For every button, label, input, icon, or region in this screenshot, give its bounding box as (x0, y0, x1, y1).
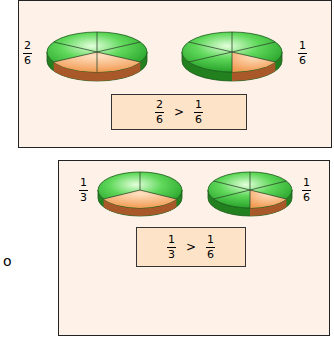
fraction: 26 (23, 40, 32, 67)
comparison-box: 13>16 (136, 227, 246, 267)
numerator: 1 (206, 234, 215, 246)
denominator: 3 (79, 192, 88, 204)
fraction: 16 (206, 234, 215, 261)
fraction-bar (79, 190, 88, 191)
pie-chart (47, 32, 147, 81)
fraction-bar (194, 112, 203, 113)
fraction: 16 (302, 177, 311, 204)
numerator: 2 (23, 40, 32, 52)
numerator: 2 (155, 99, 164, 111)
denominator: 6 (206, 249, 215, 261)
denominator: 6 (23, 55, 32, 67)
stray-letter: o (3, 253, 12, 269)
fraction-bar (206, 247, 215, 248)
numerator: 1 (298, 40, 307, 52)
denominator: 6 (302, 192, 311, 204)
numerator: 1 (194, 99, 203, 111)
fraction-bar (155, 112, 164, 113)
fraction-bar (298, 53, 307, 54)
numerator: 1 (79, 177, 88, 189)
numerator: 1 (302, 177, 311, 189)
panel-ground (18, 0, 332, 148)
denominator: 3 (167, 249, 176, 261)
panel-ground (58, 160, 330, 336)
fraction: 16 (298, 40, 307, 67)
denominator: 6 (194, 114, 203, 126)
pie-chart (98, 172, 182, 216)
pie-chart (182, 32, 282, 81)
fraction-bar (23, 53, 32, 54)
denominator: 6 (155, 114, 164, 126)
fraction: 26 (155, 99, 164, 126)
comparison-panel: 131613>16 (58, 160, 330, 336)
pie-chart (208, 172, 292, 216)
comparison-sign: > (186, 240, 196, 254)
denominator: 6 (298, 55, 307, 67)
fraction: 13 (167, 234, 176, 261)
fraction-bar (167, 247, 176, 248)
fraction: 13 (79, 177, 88, 204)
comparison-sign: > (174, 105, 184, 119)
comparison-box: 26>16 (111, 94, 247, 130)
fraction: 16 (194, 99, 203, 126)
fraction-bar (302, 190, 311, 191)
numerator: 1 (167, 234, 176, 246)
comparison-panel: 261626>16 (18, 0, 332, 148)
